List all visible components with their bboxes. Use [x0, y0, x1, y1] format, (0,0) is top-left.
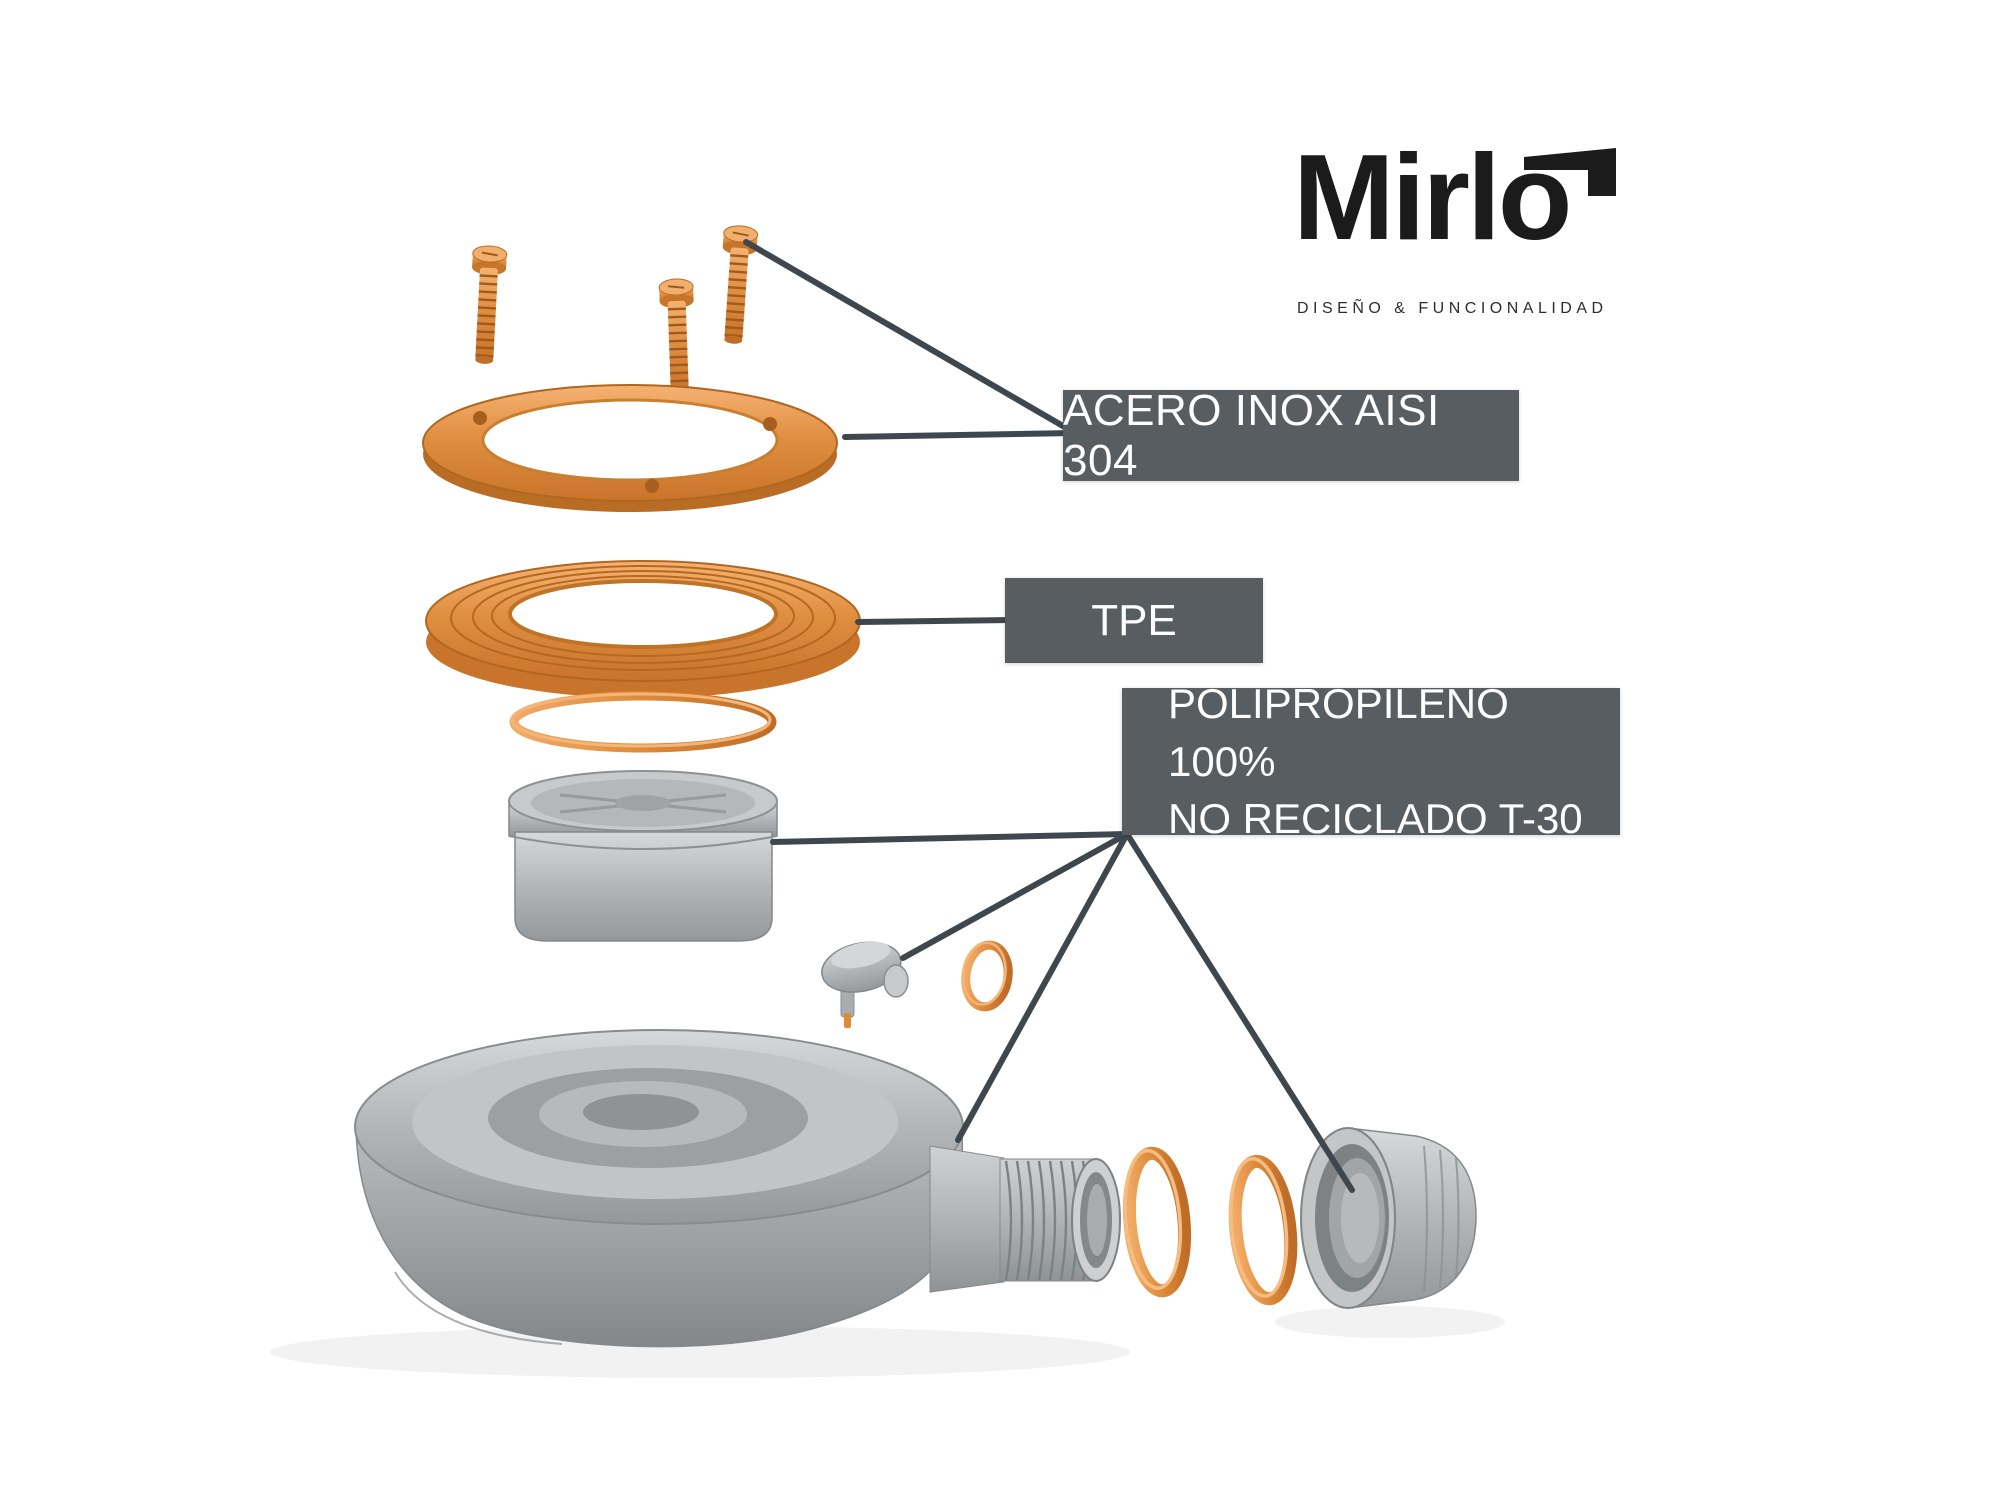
- brand-logo-text: Mirlo: [1293, 129, 1572, 265]
- outlet-o-ring-2: [1228, 1154, 1298, 1306]
- leader-lines: [743, 239, 1355, 1193]
- compression-nut: [1300, 1127, 1477, 1309]
- valve-insert: [821, 941, 909, 1028]
- callout-steel-label: ACERO INOX AISI 304: [1063, 385, 1440, 485]
- brand-tagline: DISEÑO & FUNCIONALIDAD: [1297, 300, 1608, 317]
- clamping-ring: [422, 384, 838, 512]
- leader-pp-nut: [1124, 831, 1355, 1193]
- o-ring-small: [961, 940, 1013, 1012]
- leader-pp-cup: [770, 831, 1130, 845]
- leader-steel-ring: [842, 430, 1078, 440]
- gasket-ring: [425, 560, 861, 698]
- leader-tpe: [855, 617, 1015, 625]
- strainer-cup: [508, 770, 778, 942]
- callout-steel: ACERO INOX AISI 304: [1063, 386, 1519, 485]
- callout-tpe: TPE: [1005, 578, 1263, 663]
- drain-body: [354, 1029, 1121, 1348]
- outlet-o-ring-1: [1122, 1146, 1192, 1298]
- ground-shadow: [270, 1306, 1505, 1378]
- o-ring-large: [509, 691, 777, 753]
- callout-polypropylene: POLIPROPILENO 100% NO RECICLADO T-30: [1122, 680, 1620, 842]
- mounting-screw-1: [465, 243, 509, 366]
- mounting-screw-2: [657, 277, 699, 399]
- brand-logo-mark-icon: [1524, 148, 1616, 196]
- leader-pp-body: [955, 831, 1130, 1143]
- callout-polypropylene-line1: POLIPROPILENO 100%: [1168, 679, 1509, 785]
- callout-polypropylene-line2: NO RECICLADO T-30: [1168, 795, 1583, 843]
- outlet-pipe: [929, 1145, 1121, 1293]
- callout-tpe-label: TPE: [1091, 595, 1177, 645]
- leader-steel-screw: [743, 239, 1078, 436]
- leader-pp-valve: [900, 831, 1130, 961]
